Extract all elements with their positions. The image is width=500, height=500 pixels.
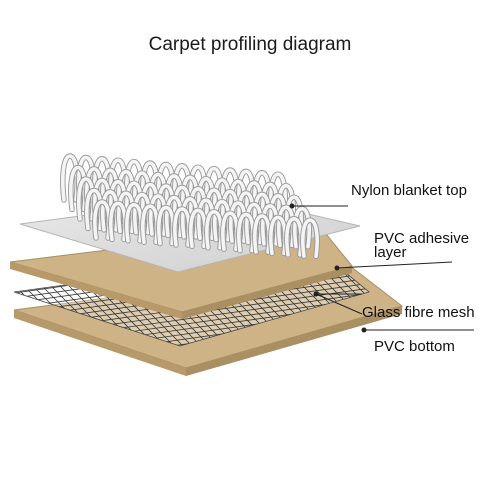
- mesh-strand: [245, 250, 369, 346]
- leader-dot-nylon: [289, 203, 295, 209]
- label-pvc-adhesive-line2: layer: [374, 244, 407, 261]
- label-nylon-blanket-top: Nylon blanket top: [351, 182, 467, 199]
- nylon-pile-loops: [60, 153, 320, 259]
- label-pvc-adhesive-layer: PVC adhesive layer: [374, 230, 470, 261]
- mesh-strand: [263, 250, 369, 346]
- pile-loop: [293, 206, 311, 249]
- mesh-strand: [254, 250, 369, 346]
- leader-dot-pvc-adhesive: [334, 265, 340, 271]
- mesh-strand: [0, 220, 9, 370]
- leader-dot-pvc-bottom: [361, 327, 367, 333]
- leader-dot-glass-mesh: [313, 291, 319, 297]
- label-pvc-adhesive-line1: PVC adhesive: [374, 230, 470, 247]
- diagram-title: Carpet profiling diagram: [148, 34, 352, 55]
- mesh-strand: [14, 250, 19, 346]
- leader-glass-mesh-b: [315, 293, 363, 315]
- pile-loop: [301, 218, 319, 258]
- pile-loop: [269, 172, 287, 220]
- leader-pvc-adhesive: [336, 261, 453, 269]
- leader-lines: [289, 203, 474, 333]
- pile-loop: [285, 195, 303, 239]
- label-pvc-bottom: PVC bottom: [374, 338, 455, 355]
- mesh-strand: [272, 250, 369, 346]
- label-glass-fibre-mesh: Glass fibre mesh: [362, 304, 475, 321]
- mesh-strand: [281, 250, 369, 346]
